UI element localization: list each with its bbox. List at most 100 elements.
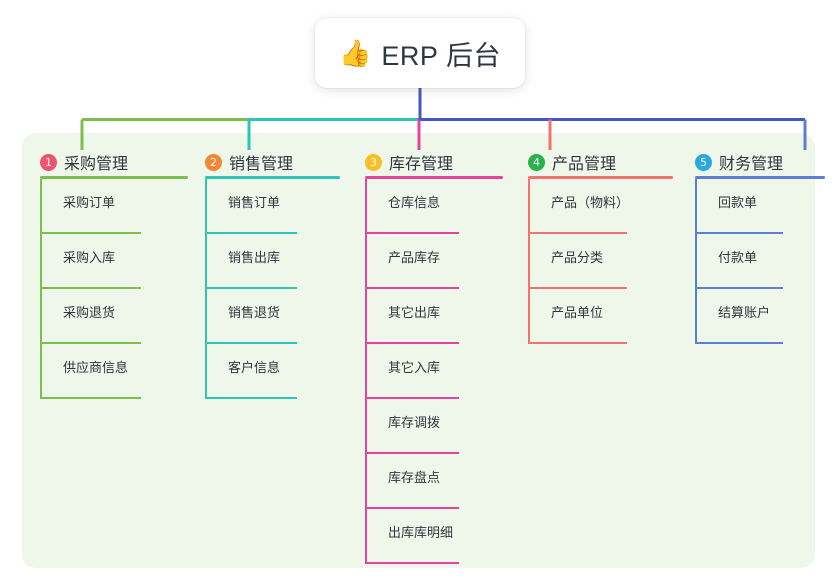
branch-column-2: 2 销售管理销售订单销售出库销售退货客户信息	[205, 145, 340, 399]
branch-number-badge: 3	[365, 153, 382, 171]
leaf-list: 仓库信息产品库存其它出库其它入库库存调拨库存盘点出库库明细	[365, 179, 503, 564]
leaf-label: 仓库信息	[388, 195, 441, 210]
leaf-node[interactable]: 付款单	[695, 234, 825, 289]
leaf-label: 产品库存	[388, 250, 441, 265]
leaf-underline	[365, 342, 459, 344]
branch-title: 库存管理	[389, 156, 454, 173]
branch-title: 销售管理	[229, 156, 294, 173]
leaf-label: 采购入库	[63, 250, 116, 265]
leaf-underline	[205, 287, 297, 289]
leaf-underline	[695, 232, 783, 234]
leaf-label: 销售订单	[228, 195, 281, 210]
leaf-node[interactable]: 产品（物料）	[528, 179, 673, 234]
leaf-label: 销售退货	[228, 305, 281, 320]
leaf-label: 回款单	[718, 195, 758, 210]
leaf-node[interactable]: 供应商信息	[40, 344, 188, 399]
leaf-node[interactable]: 销售退货	[205, 289, 340, 344]
leaf-label: 其它出库	[388, 305, 441, 320]
root-node[interactable]: 👍 ERP 后台	[315, 18, 525, 88]
leaf-node[interactable]: 回款单	[695, 179, 825, 234]
branch-title: 产品管理	[552, 156, 617, 173]
leaf-node[interactable]: 客户信息	[205, 344, 340, 399]
leaf-node[interactable]: 其它入库	[365, 344, 503, 399]
leaf-label: 产品（物料）	[551, 195, 630, 210]
leaf-node[interactable]: 采购订单	[40, 179, 188, 234]
leaf-node[interactable]: 结算账户	[695, 289, 825, 344]
leaf-underline	[695, 287, 783, 289]
leaf-underline	[695, 342, 783, 344]
leaf-label: 库存调拨	[388, 415, 441, 430]
branch-number-badge: 4	[528, 153, 545, 171]
leaf-node[interactable]: 销售订单	[205, 179, 340, 234]
leaf-underline	[40, 287, 141, 289]
branch-header-4[interactable]: 4 产品管理	[528, 145, 673, 179]
leaf-underline	[205, 397, 297, 399]
thumbs-up-icon: 👍	[339, 38, 372, 68]
leaf-node[interactable]: 产品单位	[528, 289, 673, 344]
leaf-node[interactable]: 销售出库	[205, 234, 340, 289]
leaf-label: 采购订单	[63, 195, 116, 210]
leaf-node[interactable]: 库存盘点	[365, 454, 503, 509]
leaf-underline	[40, 342, 141, 344]
leaf-underline	[528, 342, 627, 344]
leaf-list: 回款单付款单结算账户	[695, 179, 825, 344]
leaf-label: 供应商信息	[63, 360, 129, 375]
leaf-list: 产品（物料） 产品分类产品单位	[528, 179, 673, 344]
leaf-underline	[365, 397, 459, 399]
leaf-label: 客户信息	[228, 360, 281, 375]
leaf-node[interactable]: 仓库信息	[365, 179, 503, 234]
branch-column-1: 1 采购管理采购订单采购入库采购退货供应商信息	[40, 145, 188, 399]
branch-header-2[interactable]: 2 销售管理	[205, 145, 340, 179]
leaf-label: 库存盘点	[388, 470, 441, 485]
leaf-node[interactable]: 库存调拨	[365, 399, 503, 454]
leaf-underline	[365, 507, 459, 509]
leaf-label: 付款单	[718, 250, 758, 265]
leaf-underline	[40, 397, 141, 399]
branch-header-5[interactable]: 5 财务管理	[695, 145, 825, 179]
leaf-node[interactable]: 产品分类	[528, 234, 673, 289]
leaf-list: 采购订单采购入库采购退货供应商信息	[40, 179, 188, 399]
leaf-label: 产品单位	[551, 305, 604, 320]
leaf-underline	[365, 287, 459, 289]
leaf-underline	[40, 232, 141, 234]
branch-title: 财务管理	[719, 156, 784, 173]
leaf-node[interactable]: 其它出库	[365, 289, 503, 344]
leaf-label: 其它入库	[388, 360, 441, 375]
branch-underline	[40, 176, 188, 179]
branch-header-3[interactable]: 3 库存管理	[365, 145, 503, 179]
branch-column-5: 5 财务管理回款单付款单结算账户	[695, 145, 825, 344]
leaf-label: 销售出库	[228, 250, 281, 265]
leaf-node[interactable]: 采购入库	[40, 234, 188, 289]
leaf-underline	[365, 232, 459, 234]
leaf-underline	[365, 562, 459, 564]
branch-spine	[528, 179, 530, 344]
leaf-label: 出库库明细	[388, 525, 454, 540]
leaf-node[interactable]: 出库库明细	[365, 509, 503, 564]
leaf-underline	[205, 342, 297, 344]
leaf-node[interactable]: 产品库存	[365, 234, 503, 289]
branch-header-1[interactable]: 1 采购管理	[40, 145, 188, 179]
branch-title: 采购管理	[64, 156, 129, 173]
branch-spine	[365, 179, 367, 564]
leaf-node[interactable]: 采购退货	[40, 289, 188, 344]
root-node-content: 👍 ERP 后台	[339, 34, 501, 73]
branch-column-3: 3 库存管理仓库信息产品库存其它出库其它入库库存调拨库存盘点出库库明细	[365, 145, 503, 564]
leaf-underline	[528, 287, 627, 289]
leaf-label: 结算账户	[718, 305, 771, 320]
branch-number-badge: 5	[695, 153, 712, 171]
leaf-underline	[528, 232, 627, 234]
branch-underline	[205, 176, 340, 179]
leaf-label: 产品分类	[551, 250, 604, 265]
branch-underline	[365, 176, 503, 179]
branch-number-badge: 2	[205, 153, 222, 171]
root-node-title: ERP 后台	[381, 40, 501, 71]
leaf-list: 销售订单销售出库销售退货客户信息	[205, 179, 340, 399]
branch-spine	[40, 179, 42, 399]
branch-spine	[695, 179, 697, 344]
branch-underline	[695, 176, 825, 179]
branch-column-4: 4 产品管理产品（物料） 产品分类产品单位	[528, 145, 673, 344]
leaf-label: 采购退货	[63, 305, 116, 320]
branch-number-badge: 1	[40, 153, 57, 171]
